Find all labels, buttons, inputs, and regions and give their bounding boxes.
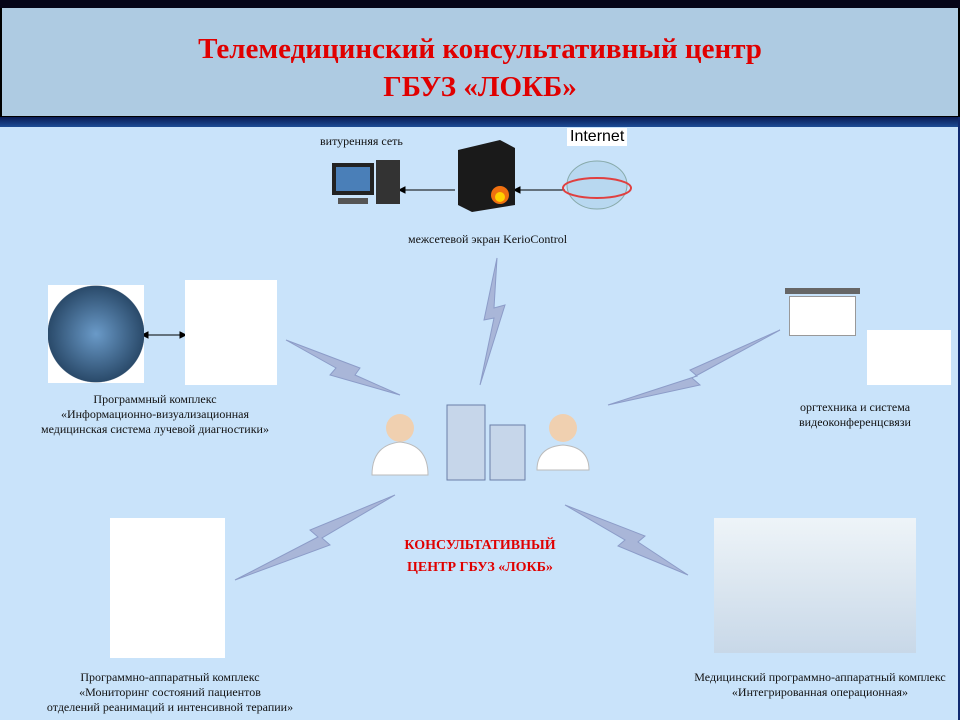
radiology-globe-image — [48, 285, 144, 383]
title-line-1: Телемедицинский консультативный центр — [198, 33, 762, 65]
internal-network-label: витуренняя сеть — [320, 134, 403, 148]
title-line-2: ГБУЗ «ЛОКБ» — [383, 71, 577, 103]
firewall-label: межсетевой экран KerioControl — [408, 232, 568, 246]
internet-label: Internet — [567, 128, 628, 146]
ct-scanner-image — [185, 280, 277, 385]
monitoring-label: Программно-аппаратный комплекс«Мониторин… — [46, 670, 294, 714]
conference-microphones-image — [867, 330, 951, 385]
operator-icon — [536, 414, 590, 471]
bolt-top — [479, 257, 506, 386]
projector-screen-image — [785, 288, 860, 368]
bolt-bottom-right — [564, 504, 689, 576]
doctor-icon — [371, 414, 429, 476]
internet-globe-icon — [562, 160, 632, 210]
bolt-bottom-left — [234, 494, 396, 581]
bolt-right — [607, 329, 781, 406]
right-border — [958, 117, 960, 720]
title-band: Телемедицинский консультативный центр ГБ… — [2, 8, 958, 116]
operating-label: Медицинский программно-аппаратный компле… — [694, 670, 946, 699]
top-bar — [0, 0, 960, 8]
operating-room-image — [714, 518, 916, 653]
separator — [0, 117, 960, 127]
monitoring-cart-image — [110, 518, 225, 658]
radiology-label: Программный комплекс«Информационно-визуа… — [41, 392, 269, 436]
buildings-icon — [446, 404, 526, 481]
computer-icon — [332, 160, 400, 204]
bolt-left — [285, 339, 401, 396]
firewall-icon — [458, 140, 515, 212]
